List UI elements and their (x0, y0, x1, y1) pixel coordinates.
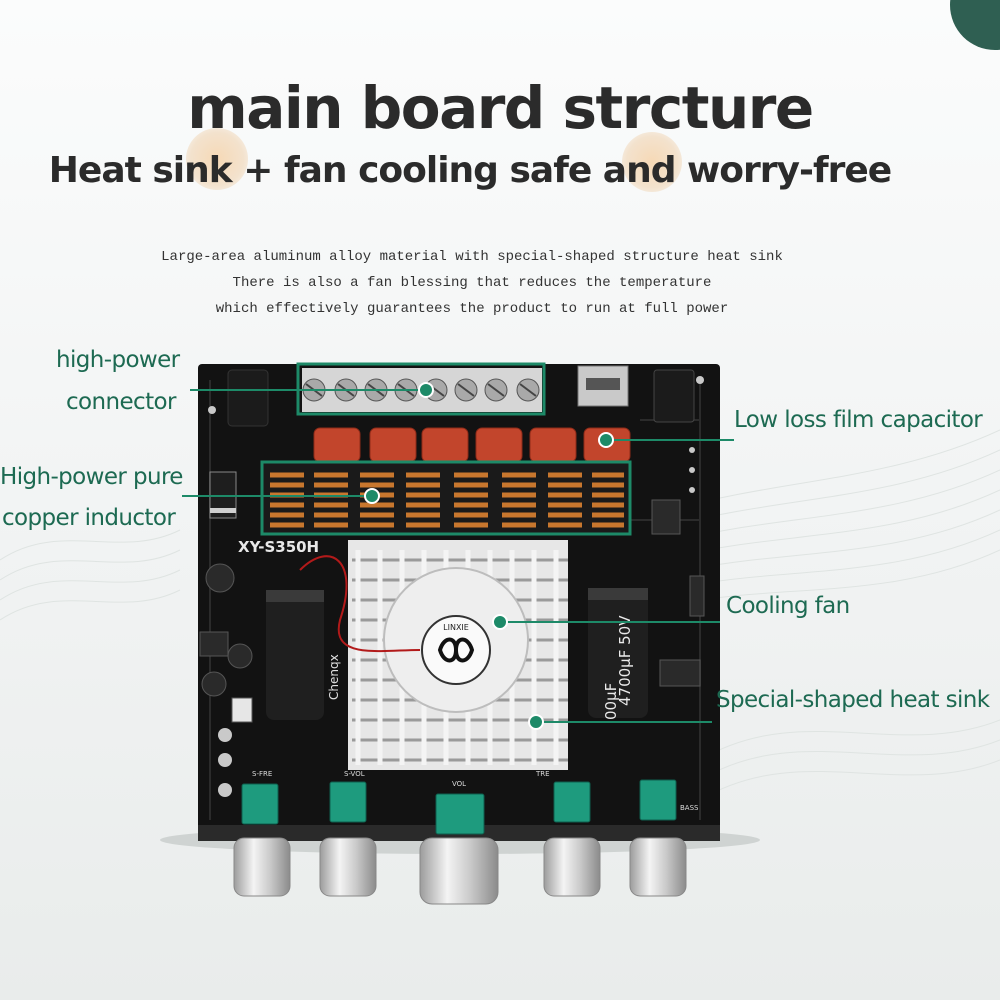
label-copper-inductor: High-power pure (0, 463, 183, 491)
label-heat-sink: Special-shaped heat sink (716, 687, 990, 713)
label-film-capacitor: Low loss film capacitor (734, 407, 983, 433)
copper-inductors (262, 462, 630, 534)
label-cooling-fan: Cooling fan (726, 593, 850, 619)
electrolytic-capacitor-left (266, 590, 324, 720)
label-high-power-connector-2: connector (66, 388, 176, 416)
knob-label: S-VOL (344, 770, 365, 778)
audio-jack (653, 369, 695, 423)
cooling-fan: LINXIE (383, 567, 529, 713)
label-copper-inductor-2: copper inductor (2, 504, 176, 532)
capacitor-brand: Chenqx (327, 654, 341, 700)
dc-jack (227, 369, 269, 427)
label-high-power-connector: high-power (56, 346, 180, 374)
callout-dots (364, 382, 614, 730)
capacitor-rating-partial: 00µF (602, 683, 620, 720)
label-line: high-power (56, 347, 180, 373)
knob-label: S-FRE (252, 770, 272, 778)
board-model: XY-S350H (238, 538, 319, 556)
decorative-orb (186, 128, 248, 190)
electrolytic-capacitor-right (588, 588, 648, 718)
callout-lines (182, 389, 734, 723)
decorative-orb (622, 132, 682, 192)
description-line: There is also a fan blessing that reduce… (232, 275, 712, 291)
label-line: High-power pure (0, 464, 183, 490)
chrome-knobs (233, 837, 687, 905)
fan-wire (299, 555, 421, 653)
description-line: Large-area aluminum alloy material with … (161, 249, 783, 265)
knob-label: VOL (452, 780, 466, 788)
page-title: main board strcture (187, 74, 814, 142)
description-line: which effectively guarantees the product… (215, 301, 729, 317)
page-subtitle: Heat sink + fan cooling safe and worry-f… (48, 150, 892, 191)
knob-label: BASS (680, 804, 699, 812)
inductor-highlight (260, 460, 632, 536)
description: Large-area aluminum alloy material with … (0, 244, 944, 322)
label-line: copper inductor (2, 505, 176, 531)
fan-brand: LINXIE (443, 623, 469, 632)
label-line: connector (66, 389, 176, 415)
knob-label: TRE (535, 770, 550, 778)
potentiometers (241, 779, 677, 835)
capacitor-rating: 4700µF 50V (616, 615, 634, 706)
